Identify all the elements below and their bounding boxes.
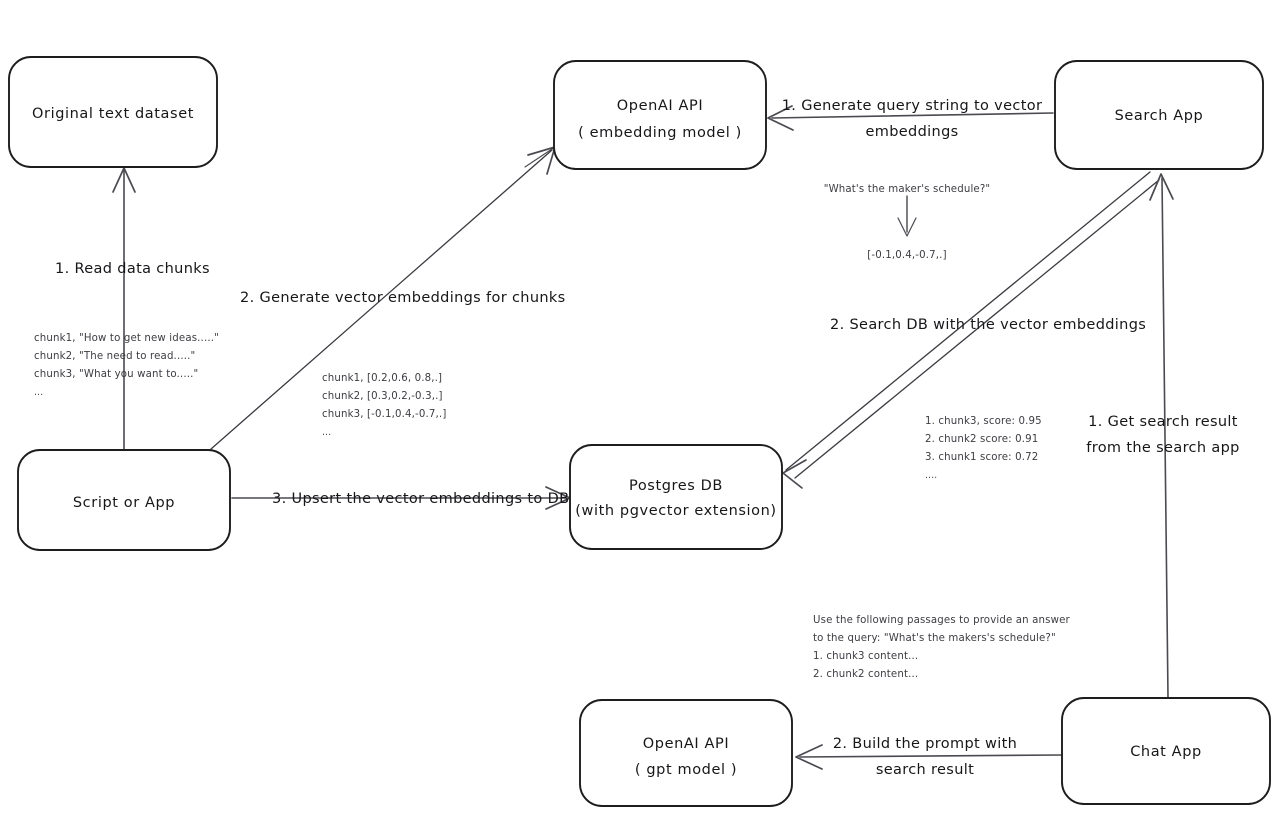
note-search-result-1: 1. chunk3, score: 0.95 bbox=[925, 416, 1042, 427]
edge-label-get-search-result-line1: 1. Get search result bbox=[1088, 414, 1238, 430]
edge-generate-query-string bbox=[767, 105, 1054, 131]
note-chunk-embedding-3: chunk3, [-0.1,0.4,-0.7,.] bbox=[322, 409, 446, 420]
node-label-script-or-app: Script or App bbox=[73, 495, 175, 511]
note-chunk-embeddings: chunk1, [0.2,0.6, 0.8,.] chunk2, [0.3,0.… bbox=[322, 373, 446, 438]
edge-label-generate-query-string-line2: embeddings bbox=[865, 124, 958, 140]
node-script-or-app[interactable]: Script or App bbox=[17, 449, 231, 551]
edge-label-upsert-to-db: 3. Upsert the vector embeddings to DB bbox=[272, 491, 569, 507]
node-label-postgres-db-line2: (with pgvector extension) bbox=[575, 503, 776, 519]
node-label-original-text-dataset: Original text dataset bbox=[32, 106, 194, 122]
note-search-result-2: 2. chunk2 score: 0.91 bbox=[925, 434, 1038, 445]
edge-label-build-prompt-line1: 2. Build the prompt with bbox=[833, 736, 1017, 752]
note-source-chunk-1: chunk1, "How to get new ideas....." bbox=[34, 333, 219, 344]
note-chunk-embedding-1: chunk1, [0.2,0.6, 0.8,.] bbox=[322, 373, 442, 384]
note-prompt-line-4: 2. chunk2 content... bbox=[813, 669, 918, 680]
note-search-result-3: 3. chunk1 score: 0.72 bbox=[925, 452, 1038, 463]
edge-build-prompt bbox=[795, 744, 1062, 770]
note-search-results: 1. chunk3, score: 0.95 2. chunk2 score: … bbox=[925, 416, 1042, 481]
edge-search-db bbox=[782, 171, 1160, 489]
note-query-vector: [-0.1,0.4,-0.7,.] bbox=[867, 250, 946, 261]
note-source-chunks: chunk1, "How to get new ideas....." chun… bbox=[34, 333, 219, 398]
note-source-chunk-2: chunk2, "The need to read....." bbox=[34, 351, 195, 362]
note-search-result-ellipsis: .... bbox=[925, 470, 937, 481]
node-label-openai-embedding-line1: OpenAI API bbox=[617, 98, 703, 114]
node-original-text-dataset[interactable]: Original text dataset bbox=[8, 56, 218, 168]
node-label-openai-embedding-line2: ( embedding model ) bbox=[578, 125, 742, 141]
edge-label-generate-query-string-line1: 1. Generate query string to vector bbox=[782, 98, 1043, 114]
edge-query-to-vector bbox=[897, 195, 917, 237]
note-chunk-embedding-2: chunk2, [0.3,0.2,-0.3,.] bbox=[322, 391, 443, 402]
node-search-app[interactable]: Search App bbox=[1054, 60, 1264, 170]
note-prompt-line-2: to the query: "What's the makers's sched… bbox=[813, 633, 1056, 644]
node-label-chat-app: Chat App bbox=[1130, 744, 1202, 760]
note-query-string: "What's the maker's schedule?" bbox=[824, 184, 991, 195]
edge-get-search-result bbox=[1149, 173, 1174, 698]
node-openai-gpt[interactable]: OpenAI API ( gpt model ) bbox=[579, 699, 793, 807]
note-query-example: "What's the maker's schedule?" [-0.1,0.4… bbox=[824, 184, 991, 261]
edge-label-build-prompt-line2: search result bbox=[876, 762, 974, 778]
edge-label-get-search-result-line2: from the search app bbox=[1086, 440, 1239, 456]
node-label-search-app: Search App bbox=[1115, 108, 1204, 124]
edge-label-read-data-chunks: 1. Read data chunks bbox=[55, 261, 210, 277]
note-prompt-template: Use the following passages to provide an… bbox=[813, 615, 1071, 680]
node-label-openai-gpt-line2: ( gpt model ) bbox=[635, 762, 737, 778]
note-chunk-embedding-ellipsis: ... bbox=[322, 427, 331, 438]
note-prompt-line-1: Use the following passages to provide an… bbox=[813, 615, 1071, 626]
node-postgres-db[interactable]: Postgres DB (with pgvector extension) bbox=[569, 444, 783, 550]
node-chat-app[interactable]: Chat App bbox=[1061, 697, 1271, 805]
edge-read-data-chunks bbox=[112, 167, 136, 462]
note-source-chunk-3: chunk3, "What you want to....." bbox=[34, 369, 198, 380]
node-label-openai-gpt-line1: OpenAI API bbox=[643, 736, 729, 752]
node-label-postgres-db-line1: Postgres DB bbox=[629, 478, 723, 494]
note-source-chunk-ellipsis: ... bbox=[34, 387, 43, 398]
edge-label-generate-vector-embeddings: 2. Generate vector embeddings for chunks bbox=[240, 290, 566, 306]
note-prompt-line-3: 1. chunk3 content... bbox=[813, 651, 918, 662]
node-openai-embedding[interactable]: OpenAI API ( embedding model ) bbox=[553, 60, 767, 170]
edge-label-search-db: 2. Search DB with the vector embeddings bbox=[830, 317, 1146, 333]
